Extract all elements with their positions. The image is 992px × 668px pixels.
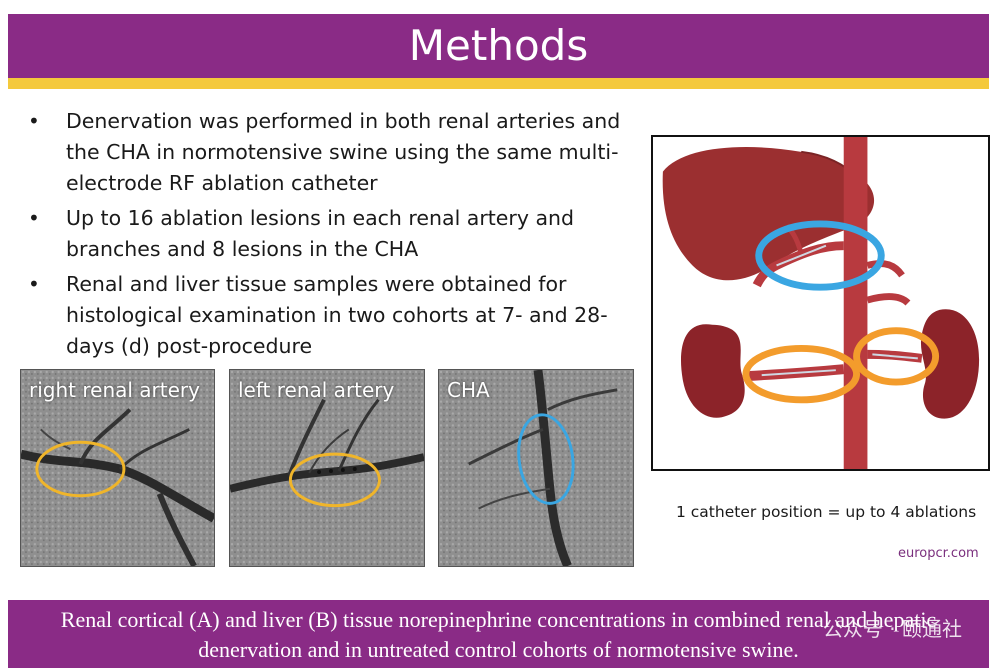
bullet-text: Denervation was performed in both renal … xyxy=(66,109,621,195)
bullet-item: • Denervation was performed in both renal… xyxy=(22,106,642,199)
angiogram-cha: CHA xyxy=(438,369,634,567)
kidney-liver-illustration xyxy=(662,137,980,469)
watermark: 公众号 · 颐通社 xyxy=(822,617,962,641)
brand-url: europcr.com xyxy=(898,546,979,561)
right-kidney xyxy=(680,324,745,418)
bullet-item: • Up to 16 ablation lesions in each renal… xyxy=(22,203,642,265)
angiogram-right-renal: right renal artery xyxy=(20,369,215,567)
anatomy-diagram xyxy=(651,135,990,471)
bullet-text: Renal and liver tissue samples were obta… xyxy=(66,272,608,358)
bullet-dot: • xyxy=(28,272,40,296)
angiogram-left-renal: left renal artery xyxy=(229,369,425,567)
bullet-text: Up to 16 ablation lesions in each renal … xyxy=(66,206,575,261)
bullet-item: • Renal and liver tissue samples were obt… xyxy=(22,269,642,362)
slide-title: Methods xyxy=(408,21,589,70)
title-bar: Methods xyxy=(8,14,989,78)
diagram-caption: 1 catheter position = up to 4 ablations xyxy=(676,503,977,521)
angiogram-label: right renal artery xyxy=(29,378,200,402)
left-kidney xyxy=(920,309,980,419)
right-renal-ablation-ring xyxy=(742,344,861,404)
title-underline xyxy=(8,78,989,89)
angiogram-label: CHA xyxy=(447,378,490,402)
liver-ablation-ring xyxy=(755,220,885,291)
left-renal-ablation-ring xyxy=(853,327,940,386)
method-bullets: • Denervation was performed in both renal… xyxy=(22,106,642,366)
footer-caption-bar: Renal cortical (A) and liver (B) tissue … xyxy=(8,600,989,668)
aorta xyxy=(843,137,868,469)
footer-caption: Renal cortical (A) and liver (B) tissue … xyxy=(60,607,937,662)
angiogram-image xyxy=(230,370,424,566)
bullet-dot: • xyxy=(28,206,40,230)
angiogram-image xyxy=(21,370,214,566)
angiogram-image xyxy=(439,370,633,566)
liver-shape xyxy=(662,147,875,281)
bullet-dot: • xyxy=(28,109,40,133)
angiogram-label: left renal artery xyxy=(238,378,395,402)
